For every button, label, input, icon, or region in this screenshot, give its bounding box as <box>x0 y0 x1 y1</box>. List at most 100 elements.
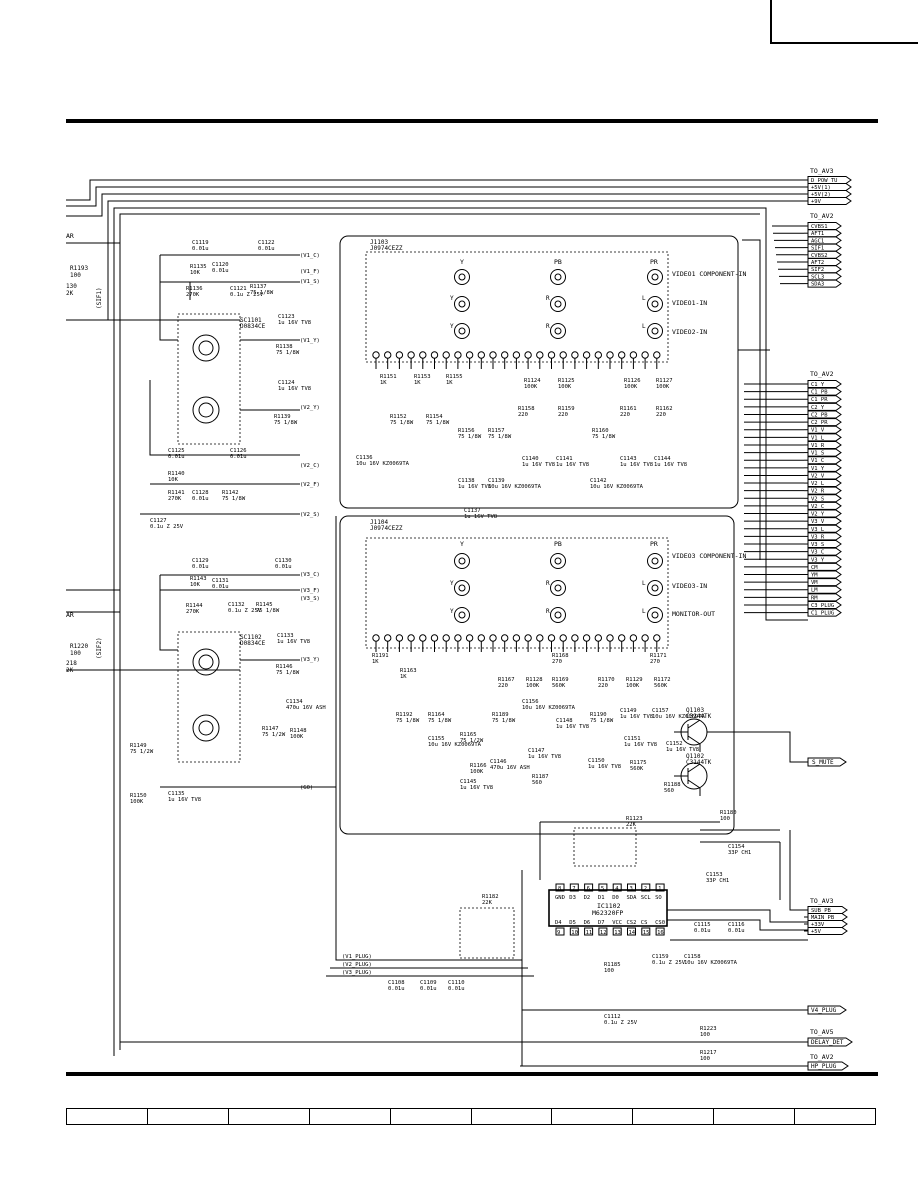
connector-signal: C3_PLUG <box>811 603 834 609</box>
ic-pin-number: 13 <box>614 930 621 936</box>
connector-signal: SCL3 <box>811 274 824 280</box>
component-ref: R1192 <box>396 712 413 718</box>
ic-pin-box <box>555 883 565 892</box>
component-value: 0.01u <box>388 986 405 992</box>
connector-pin <box>807 562 842 571</box>
component-value: 220 <box>598 683 608 689</box>
ic-pin-box <box>627 883 636 892</box>
component-value: 75 1/8W <box>428 718 452 724</box>
component-ref: R1158 <box>518 406 535 412</box>
component-ref: R1159 <box>558 406 575 412</box>
ic-pin-number: 16 <box>657 930 664 936</box>
rca-jack <box>550 296 566 312</box>
jack-pin <box>524 634 532 642</box>
component-value: 1u 16V TV8 <box>168 797 201 803</box>
component-ref: C1139 <box>488 478 505 484</box>
net-label: (V2_S) <box>300 512 320 518</box>
component-ref: C1136 <box>356 455 373 461</box>
component-ref: R1129 <box>626 677 643 683</box>
ic-pin-box <box>598 883 608 892</box>
jack-pin <box>629 634 638 642</box>
component-ref: R1157 <box>488 428 505 434</box>
jack-pin <box>536 351 544 359</box>
jack-col-label: PB <box>554 540 562 548</box>
component-value: 1u 16V TV8 <box>277 639 310 645</box>
component-ref: R1171 <box>650 653 667 659</box>
connector-pin <box>807 418 842 427</box>
net-label: (V2_PLUG) <box>342 962 372 968</box>
rca-jack <box>550 323 566 339</box>
connector-signal: AFT1 <box>811 231 824 237</box>
connector-signal: CM <box>811 565 818 571</box>
ic-pin-box <box>569 927 579 936</box>
connector-pin <box>807 448 842 457</box>
component-ref: C1153 <box>706 872 723 878</box>
net-label: (V1_C) <box>300 253 320 259</box>
component-ref: R1172 <box>654 677 671 683</box>
rca-jack-center <box>651 300 659 308</box>
component-value: 1u 16V TV8 <box>654 462 687 468</box>
component-value: 220 <box>518 412 528 418</box>
component-ref: R1153 <box>414 374 431 380</box>
to-av2-bottom-connector: TO_AV2 HP_PLUG <box>520 1053 849 1071</box>
jack-pin <box>524 351 532 359</box>
connector-signal: VM <box>811 580 818 586</box>
connector-pin <box>807 425 842 434</box>
component-value: 270K <box>186 609 200 615</box>
component-value: 560 <box>664 788 674 794</box>
ic-pin-number: 15 <box>643 930 650 936</box>
connector-pin <box>807 463 842 472</box>
connector-pin <box>807 272 842 281</box>
ic-pin-box <box>584 883 594 892</box>
wiring <box>140 239 808 1066</box>
jack-pin <box>430 634 439 642</box>
component-ref: C1129 <box>192 558 209 564</box>
component-value: 100K <box>130 799 144 805</box>
connector-signal: HP_PLUG <box>811 1063 837 1070</box>
ic-pin-box <box>641 927 651 936</box>
jack-pin <box>512 351 521 359</box>
component-ref: R1154 <box>426 414 443 420</box>
component-value: 0.01u <box>728 928 745 934</box>
jack-pin <box>594 351 602 359</box>
component-value: 0.1u Z 25V <box>652 960 686 966</box>
connector-signal: SDA3 <box>811 282 824 288</box>
connector-signal: V2_Y <box>811 512 825 518</box>
left-fragment: (SIF1) <box>96 287 103 309</box>
net-label: (V2_F) <box>300 482 320 488</box>
jack-pin <box>430 351 439 359</box>
connector-header: TO_AV3 <box>810 897 834 905</box>
component-value: 1K <box>400 674 407 680</box>
ic-pin-label: D1 <box>598 895 605 901</box>
net-label: (V2_Y) <box>300 405 320 411</box>
jack-pin <box>395 351 404 359</box>
component-ref: C1159 <box>652 954 669 960</box>
connector-signal: RM <box>811 595 818 601</box>
component-value: 1u 16V TV8 <box>528 754 561 760</box>
connector-signal: +9V <box>811 199 822 205</box>
connector-signal: MAIN_PB <box>811 915 835 921</box>
component-value: 33P CH1 <box>706 878 729 884</box>
component-value: 220 <box>620 412 630 418</box>
component-ref: C1122 <box>258 240 275 246</box>
component-ref: C1116 <box>728 922 745 928</box>
component-value: 270K <box>186 292 200 298</box>
jack-pin <box>559 634 567 642</box>
jack-part: J0974CEZZ <box>370 525 403 532</box>
component-ref: C1128 <box>192 490 209 496</box>
jack-input-label: R <box>546 608 550 615</box>
component-ref: C1149 <box>620 708 637 714</box>
rca-jack-center <box>651 584 659 592</box>
component-value: 270 <box>650 659 660 665</box>
component-ref: C1146 <box>490 759 507 765</box>
rca-jack <box>550 580 566 596</box>
component-value: 75 1/8W <box>222 496 246 502</box>
component-value: 100K <box>558 384 572 390</box>
rca-jack-center <box>554 327 562 335</box>
transistor-part: C3144TK <box>686 713 712 720</box>
connector-signal: SIF1 <box>811 246 824 252</box>
connector-signal: SUB_PB <box>811 908 832 914</box>
component-ref: R1170 <box>598 677 615 683</box>
footer-rule <box>66 1072 878 1076</box>
